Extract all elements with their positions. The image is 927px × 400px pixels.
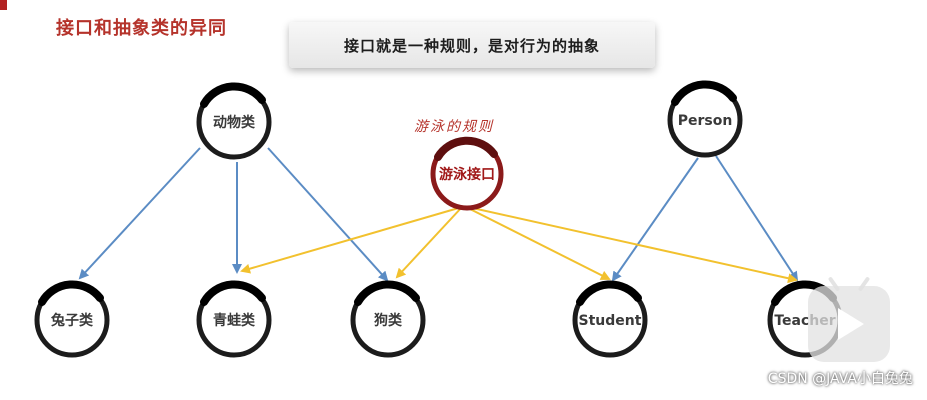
video-play-badge[interactable] <box>808 276 890 362</box>
interface-note: 游泳的规则 <box>414 119 494 135</box>
node-person: Person <box>667 80 743 158</box>
arrow-swim-frog <box>240 206 463 274</box>
node-animal: 动物类 <box>196 82 272 160</box>
arrow-swim-student <box>465 206 611 280</box>
arrow-person-student <box>611 157 699 282</box>
node-frog: 青蛙类 <box>196 280 272 358</box>
corner-marker <box>0 0 7 10</box>
slide-title: 接口和抽象类的异同 <box>56 18 227 39</box>
node-dog-label: 狗类 <box>374 312 403 329</box>
arrow-swim-dog <box>395 206 463 279</box>
play-icon <box>838 308 864 340</box>
node-dog: 狗类 <box>350 280 426 358</box>
definition-banner: 接口就是一种规则，是对行为的抽象 <box>289 22 655 68</box>
node-student-label: Student <box>579 313 642 329</box>
node-swim-interface: 游泳接口 <box>430 136 504 211</box>
node-student: Student <box>572 280 648 358</box>
node-rabbit-label: 兔子类 <box>50 312 94 329</box>
node-frog-label: 青蛙类 <box>213 312 256 329</box>
arrow-person-teacher <box>715 155 799 282</box>
node-person-label: Person <box>678 113 733 129</box>
node-animal-label: 动物类 <box>213 114 256 131</box>
arrow-animal-rabbit <box>78 147 201 280</box>
watermark: CSDN @JAVA小白兔兔 <box>767 371 913 387</box>
arrow-animal-dog <box>267 147 389 282</box>
definition-text: 接口就是一种规则，是对行为的抽象 <box>343 36 600 55</box>
node-swim-interface-label: 游泳接口 <box>439 166 495 183</box>
arrow-swim-teacher <box>467 206 798 284</box>
node-rabbit: 兔子类 <box>34 280 110 358</box>
